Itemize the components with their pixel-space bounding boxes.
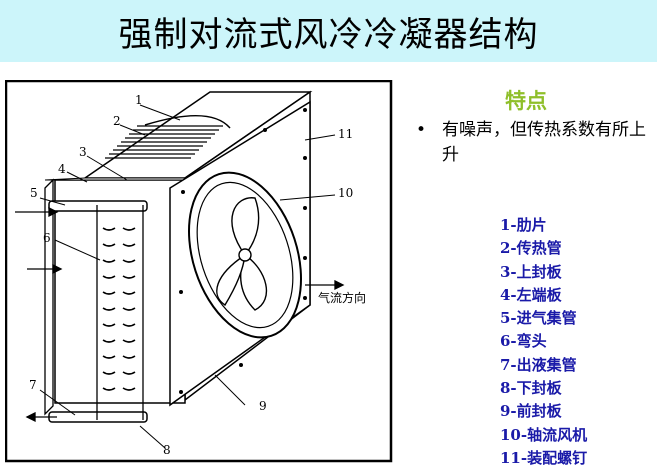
callout-1: 1 — [135, 93, 143, 107]
legend-item-1: 1-肋片 — [500, 216, 547, 234]
legend-item-8: 8-下封板 — [500, 379, 562, 398]
legend-item-10: 10-轴流风机 — [500, 425, 588, 444]
legend-item-7: 7-出液集管 — [500, 355, 577, 374]
legend-item-2: 2-传热管 — [500, 239, 562, 258]
parts-legend: 1-肋片 2-传热管 3-上封板 4-左端板 5-进气集管 6-弯头 7-出液集… — [500, 214, 587, 470]
callout-6: 6 — [43, 231, 51, 245]
fan-ring — [196, 181, 294, 329]
callout-3: 3 — [79, 145, 87, 159]
feature-text: 有噪声，但传热系数有所上升 — [442, 120, 646, 165]
legend-item-9: 9-前封板 — [500, 402, 562, 421]
condenser-drawing: 1 2 3 4 5 6 7 8 9 10 11 气流方向 — [5, 80, 393, 463]
front-face — [54, 179, 186, 404]
callout-4: 4 — [58, 162, 66, 176]
legend-item-6: 6-弯头 — [500, 332, 547, 351]
legend-item-5: 5-进气集管 — [500, 309, 577, 328]
callout-5: 5 — [30, 186, 38, 200]
callout-8: 8 — [163, 443, 171, 457]
left-end-plate — [44, 178, 54, 416]
callout-10: 10 — [338, 186, 353, 200]
legend-item-4: 4-左端板 — [500, 285, 562, 304]
legend-item-11: 11-装配螺钉 — [500, 448, 588, 467]
fan-hub — [238, 248, 252, 262]
callout-2: 2 — [113, 114, 121, 128]
feature-heading: 特点 — [505, 89, 547, 113]
callout-9: 9 — [259, 399, 267, 413]
return-bends — [102, 227, 136, 391]
callout-7: 7 — [29, 378, 37, 392]
legend-item-3: 3-上封板 — [500, 262, 562, 281]
title-bar: 强制对流式风冷冷凝器结构 — [0, 0, 657, 62]
outlet-header — [48, 411, 148, 423]
callout-11: 11 — [338, 127, 353, 141]
top-tube-bend — [144, 115, 231, 129]
screws — [179, 108, 307, 394]
airflow-label: 气流方向 — [318, 290, 366, 305]
page-title: 强制对流式风冷冷凝器结构 — [118, 14, 539, 55]
fan-blades — [216, 197, 268, 311]
leader-lines — [39, 104, 336, 449]
airflow-arrows — [15, 206, 345, 423]
feature-item: • 有噪声，但传热系数有所上升 — [416, 118, 652, 168]
feature-list: • 有噪声，但传热系数有所上升 — [416, 118, 652, 168]
condenser-diagram: 1 2 3 4 5 6 7 8 9 10 11 气流方向 — [5, 80, 398, 465]
bullet-icon: • — [416, 120, 427, 140]
inlet-header — [48, 200, 148, 212]
